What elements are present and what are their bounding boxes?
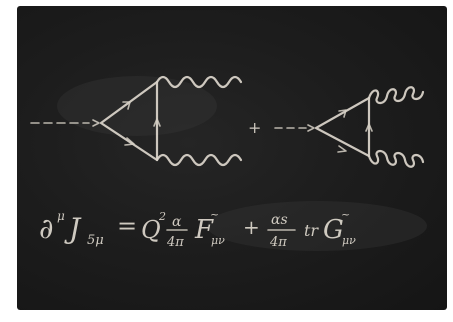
charge-factor: Q <box>141 216 161 244</box>
term2-field-index: μν <box>342 234 356 247</box>
trace-symbol: tr <box>304 221 319 240</box>
partial-derivative-index: μ <box>57 209 65 223</box>
chalk-drawing: + ∂ μ J 5μ = <box>30 75 427 251</box>
term1-numerator: α <box>172 214 182 230</box>
term1-field: F <box>194 215 214 245</box>
partial-derivative: ∂ <box>39 212 53 245</box>
triangle-arrow-top <box>122 101 131 110</box>
triangle-arrow-top-right <box>338 109 347 118</box>
photon-line-bottom <box>155 153 243 167</box>
photon-line-top <box>155 75 243 89</box>
chalk-smudge <box>57 76 217 136</box>
term2-field: G <box>323 215 344 245</box>
term1-denominator: 4π <box>166 235 184 250</box>
term1-field-tilde: ~ <box>210 208 219 221</box>
term1-field-index: μν <box>211 234 225 247</box>
feynman-diagram-gluons <box>274 86 425 168</box>
term2-field-tilde: ~ <box>341 208 350 221</box>
triangle-arrow-bottom <box>124 137 135 146</box>
triangle-arrow-side-right <box>365 123 373 132</box>
triangle-arrow-right <box>153 118 161 127</box>
incoming-arrow-right <box>307 124 315 132</box>
term2-denominator: 4π <box>269 235 287 250</box>
chalkboard: + ∂ μ J 5μ = <box>17 6 447 310</box>
triangle-arrow-bottom-right <box>337 145 347 153</box>
equals-sign: = <box>117 212 137 240</box>
gluon-line-top <box>367 86 425 105</box>
feynman-diagram-photons <box>30 75 243 167</box>
chalk-smudge <box>207 201 427 251</box>
gluon-line-bottom <box>367 149 425 168</box>
equation-plus-sign: + <box>243 215 260 239</box>
incoming-arrow <box>92 119 100 127</box>
axial-current: J <box>64 212 82 245</box>
axial-current-index: 5μ <box>87 233 104 248</box>
diagram-plus-sign: + <box>248 118 261 137</box>
fermion-triangle-right <box>314 96 371 158</box>
charge-factor-power: 2 <box>158 210 166 223</box>
anomaly-equation: ∂ μ J 5μ = Q 2 α 4π F ~ μν + αs <box>39 208 356 250</box>
term2-numerator: αs <box>271 212 288 228</box>
